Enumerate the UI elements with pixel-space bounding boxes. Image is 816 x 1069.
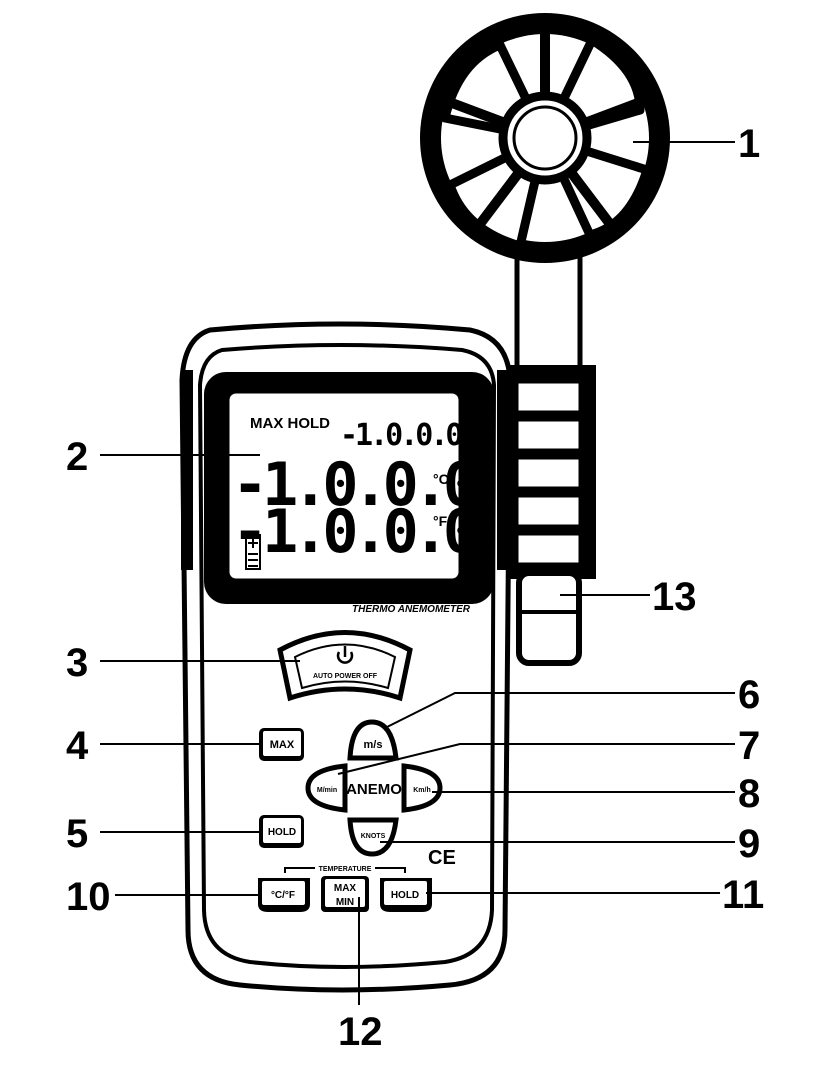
lcd-small-reading: -1.0.0.0	[340, 418, 462, 453]
max-button[interactable]: MAX	[259, 728, 304, 761]
vane-head	[420, 13, 670, 263]
power-button[interactable]: AUTO POWER OFF	[277, 630, 413, 702]
callout-2: 2	[66, 435, 88, 479]
hold-button-left-label: HOLD	[268, 827, 296, 838]
battery-icon	[245, 534, 261, 570]
callout-5: 5	[66, 812, 88, 856]
temperature-bracket	[284, 867, 406, 873]
lcd-reading-bottom: -1.0.0.0	[232, 497, 476, 567]
kmh-button[interactable]: Km/h	[401, 763, 443, 813]
callout-3: 3	[66, 641, 88, 685]
knots-button-label: KNOTS	[361, 833, 386, 840]
callout-12: 12	[338, 1010, 383, 1054]
max-min-bottom-label: MIN	[336, 897, 354, 908]
ce-mark: CE	[428, 847, 456, 869]
hold-button-right[interactable]: HOLD	[380, 878, 432, 912]
callout-11: 11	[722, 873, 764, 917]
probe-stem	[502, 252, 596, 666]
callout-13: 13	[652, 575, 697, 619]
hold-button-right-label: HOLD	[391, 890, 419, 901]
callout-numbers: 1 2 3 4 5 6 7 8 9 10 11 12 13	[66, 122, 764, 1054]
cf-button[interactable]: °C/°F	[258, 878, 310, 912]
knots-button[interactable]: KNOTS	[347, 817, 399, 857]
mmin-button-label: M/min	[317, 787, 337, 794]
mmin-button[interactable]: M/min	[305, 763, 348, 813]
leader-7	[337, 743, 735, 775]
callout-1: 1	[738, 122, 760, 166]
callout-10: 10	[66, 875, 111, 919]
callout-9: 9	[738, 822, 760, 866]
anemo-button: ANEMO	[346, 781, 402, 798]
lcd-reading-top: -1.0.0.0	[232, 450, 476, 520]
lcd-unit-c: °C	[433, 471, 449, 487]
ms-button[interactable]: m/s	[347, 719, 399, 761]
cf-button-label: °C/°F	[271, 890, 295, 901]
leader-lines	[100, 141, 735, 1005]
callout-8: 8	[738, 772, 760, 816]
lcd-unit-f: °F	[433, 513, 448, 529]
callout-4: 4	[66, 724, 89, 768]
power-icon	[336, 646, 354, 664]
hold-button-left[interactable]: HOLD	[259, 815, 304, 848]
power-label: AUTO POWER OFF	[313, 673, 378, 680]
callout-7: 7	[738, 724, 760, 768]
lcd-display: MAX HOLD -1.0.0.0 -1.0.0.0 -1.0.0.0 °C °…	[226, 390, 482, 582]
max-min-top-label: MAX	[334, 883, 357, 894]
kmh-button-label: Km/h	[413, 787, 431, 794]
lcd-max-hold: MAX HOLD	[250, 415, 330, 432]
max-min-button[interactable]: MAX MIN	[321, 876, 369, 912]
max-button-label: MAX	[270, 739, 295, 751]
callout-6: 6	[738, 673, 760, 717]
brand-text: THERMO ANEMOMETER	[352, 604, 471, 615]
temperature-label: TEMPERATURE	[319, 866, 372, 873]
anemo-label: ANEMO	[346, 781, 402, 798]
leader-6	[384, 692, 735, 729]
ms-button-label: m/s	[364, 739, 383, 751]
